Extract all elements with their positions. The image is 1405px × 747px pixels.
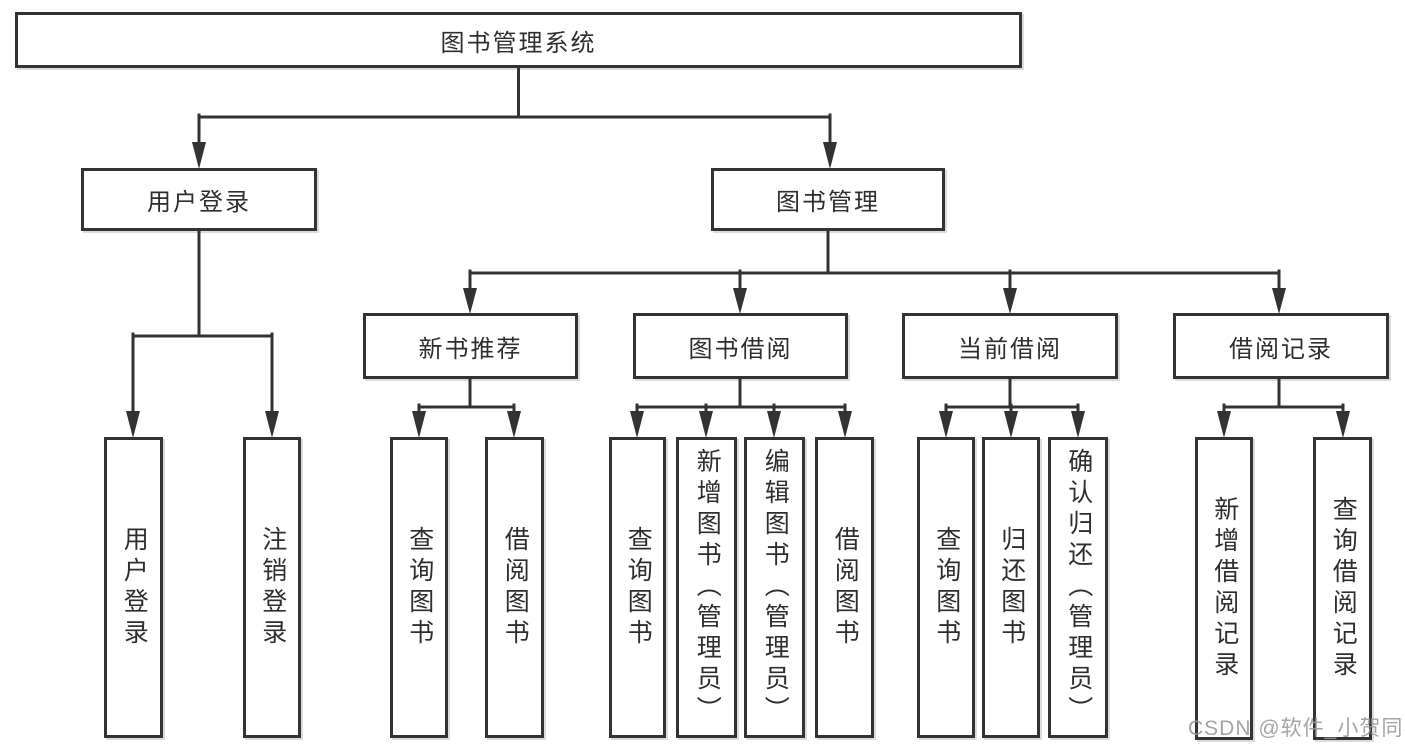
node-return-books: 归还图书	[982, 437, 1040, 738]
node-query-borrow-record: 查询借阅记录	[1313, 437, 1372, 740]
node-new-book-recommendation: 新书推荐	[363, 313, 578, 379]
node-query-books-borrowing: 查询图书	[609, 437, 666, 738]
node-label: 新书推荐	[418, 335, 523, 363]
node-library-management-system: 图书管理系统	[15, 12, 1022, 68]
node-label: 图书借阅	[688, 335, 793, 363]
node-query-books-current: 查询图书	[917, 437, 975, 738]
node-label: 注销登录	[258, 525, 287, 650]
node-label: 图书管理系统	[440, 29, 597, 57]
node-query-books-recommend: 查询图书	[390, 437, 448, 738]
arrowhead-icons	[126, 142, 1350, 438]
node-label: 查询图书	[624, 525, 653, 650]
node-label: 归还图书	[997, 525, 1026, 650]
node-label: 编辑图书（管理员）	[761, 448, 790, 727]
node-book-management: 图书管理	[711, 168, 945, 231]
node-label: 当前借阅	[958, 335, 1062, 363]
node-edit-books-admin: 编辑图书（管理员）	[744, 437, 805, 738]
node-label: 确认归还（管理员）	[1064, 448, 1093, 727]
node-label: 借阅图书	[501, 525, 530, 650]
node-label: 用户登录	[120, 525, 149, 650]
node-label: 查询借阅记录	[1329, 495, 1358, 682]
node-add-books-admin: 新增图书（管理员）	[676, 437, 737, 738]
node-label: 新增借阅记录	[1210, 495, 1239, 682]
node-label: 借阅图书	[831, 525, 860, 650]
node-label: 查询图书	[932, 525, 961, 650]
node-user-login-leaf: 用户登录	[104, 437, 163, 738]
node-label: 查询图书	[405, 525, 434, 650]
node-borrow-books-recommend: 借阅图书	[485, 437, 544, 738]
node-add-borrow-record: 新增借阅记录	[1195, 437, 1253, 740]
node-borrowing-records: 借阅记录	[1173, 313, 1389, 379]
node-current-borrowing: 当前借阅	[902, 313, 1118, 379]
node-borrow-books-borrowing: 借阅图书	[815, 437, 874, 738]
node-label: 图书管理	[776, 189, 880, 216]
node-confirm-return-admin: 确认归还（管理员）	[1048, 437, 1108, 738]
node-book-borrowing: 图书借阅	[633, 313, 848, 379]
node-label: 新增图书（管理员）	[693, 448, 722, 727]
csdn-watermark: CSDN @软件_小贺同学	[1188, 717, 1405, 740]
node-label: 用户登录	[147, 189, 251, 216]
node-logout-leaf: 注销登录	[243, 437, 301, 738]
node-label: 借阅记录	[1229, 335, 1333, 363]
node-user-login: 用户登录	[81, 168, 317, 231]
